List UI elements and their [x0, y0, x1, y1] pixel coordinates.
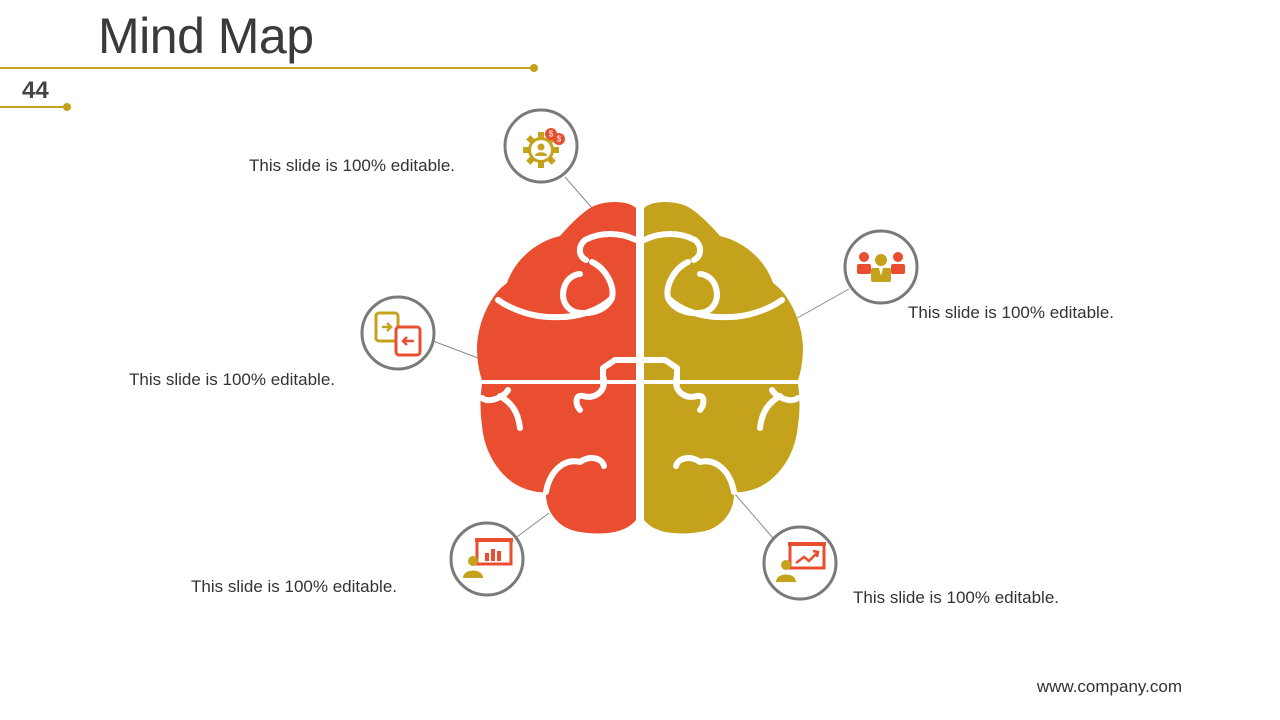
footer-url: www.company.com	[1036, 677, 1182, 696]
svg-text:$: $	[557, 135, 562, 144]
title-underline-dot	[530, 64, 538, 72]
svg-text:$: $	[549, 130, 554, 139]
number-underline-dot	[63, 103, 71, 111]
brain-left-hemisphere	[477, 202, 636, 534]
node-caption-top: This slide is 100% editable.	[249, 156, 456, 175]
title-underline	[0, 67, 533, 69]
growth-chart-presenter-icon	[776, 542, 826, 582]
slide-number: 44	[22, 77, 49, 104]
team-group-icon	[857, 252, 905, 282]
gear-people-dollar-icon: $ $	[523, 128, 565, 168]
node-caption-right-top: This slide is 100% editable.	[908, 303, 1115, 322]
slide-title: Mind Map	[98, 8, 314, 64]
presentation-board-icon	[463, 538, 513, 578]
number-underline	[0, 106, 66, 108]
document-exchange-icon	[374, 311, 422, 357]
brain-right-hemisphere	[644, 202, 803, 534]
connector-lines	[432, 176, 850, 540]
node-caption-bottom-right: This slide is 100% editable.	[853, 588, 1060, 607]
node-circle-right-top	[843, 229, 919, 305]
node-caption-left: This slide is 100% editable.	[129, 370, 336, 389]
node-caption-bottom-left: This slide is 100% editable.	[191, 577, 398, 596]
brain-fold-lines	[479, 231, 801, 495]
